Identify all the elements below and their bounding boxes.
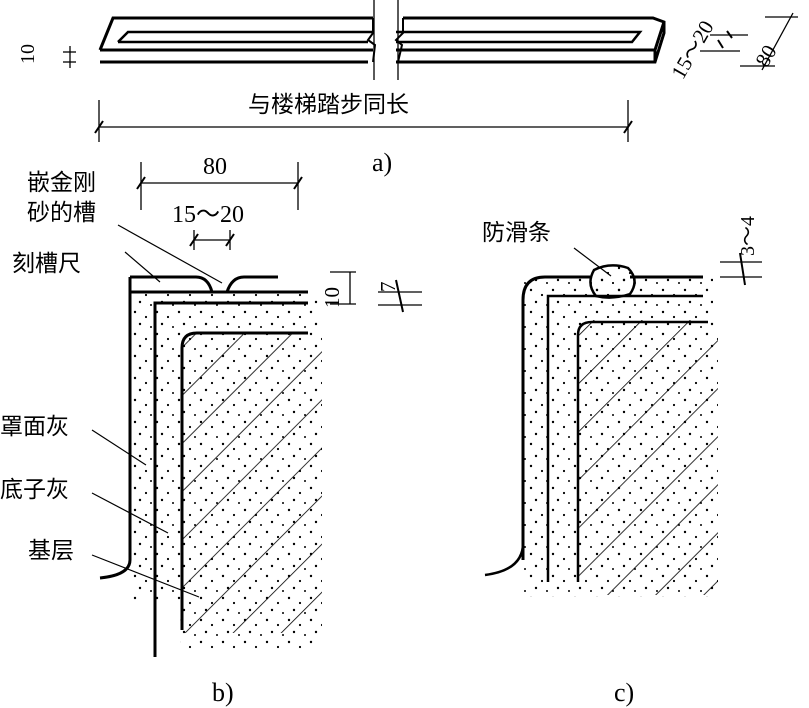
- panel-b-dimensions: [136, 162, 422, 313]
- b-groove-width-dim: 15～20: [172, 202, 244, 228]
- panel-b-section: [91, 162, 422, 657]
- anti-slip-strip: [589, 264, 636, 299]
- label-base-coat: 底子灰: [0, 477, 69, 503]
- strip-thickness-dim: 10: [17, 44, 39, 64]
- panel-b-leaders: [91, 224, 223, 598]
- b-top-width-dim: 80: [203, 154, 227, 180]
- panel-a-strip: [98, 0, 666, 80]
- panel-a-dimensions: [63, 12, 798, 142]
- panel-c-section: [484, 247, 762, 597]
- label-groove-ruler: 刻槽尺: [12, 251, 81, 277]
- label-groove-line2: 砂的槽: [27, 200, 96, 226]
- label-groove-line1: 嵌金刚: [27, 170, 96, 196]
- panel-c-dimensions: [720, 252, 762, 286]
- label-anti-slip-strip: 防滑条: [482, 220, 551, 246]
- b-thickness-dim: 10: [320, 287, 344, 308]
- label-finish-coat: 罩面灰: [0, 414, 69, 440]
- strip-length-label: 与楼梯踏步同长: [248, 92, 409, 118]
- caption-c: c): [614, 678, 635, 707]
- caption-a: a): [372, 148, 393, 177]
- c-height-dim: 3～4: [737, 216, 759, 256]
- b-groove-depth-dim: 7: [376, 281, 400, 293]
- label-substrate: 基层: [28, 538, 74, 564]
- caption-b: b): [212, 678, 234, 707]
